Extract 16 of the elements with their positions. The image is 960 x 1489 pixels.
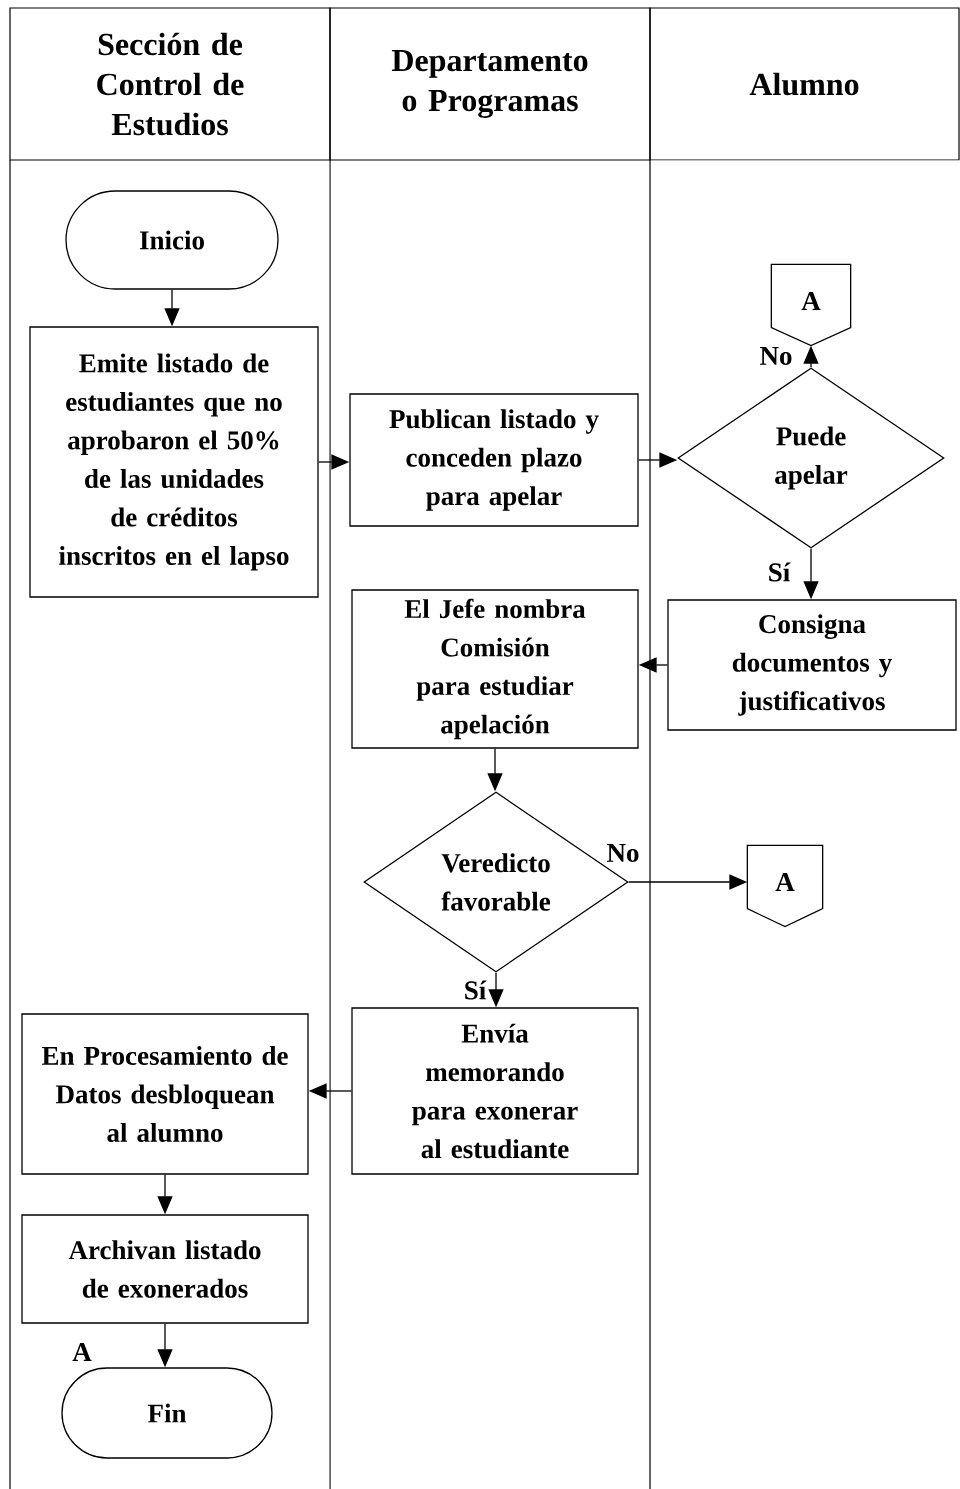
edge-label: No bbox=[758, 346, 794, 366]
connector-label: A bbox=[72, 1343, 92, 1361]
process-box: Publican listado y conceden plazo para apelar bbox=[349, 393, 639, 527]
process-box: Archivan listado de exonerados bbox=[21, 1214, 309, 1324]
edge-label: Sí bbox=[766, 561, 792, 583]
lane-header: Sección de Control de Estudios bbox=[9, 7, 331, 161]
off-page-connector: A bbox=[770, 263, 852, 347]
process-box: En Procesamiento de Datos desbloquean al alumno bbox=[21, 1013, 309, 1175]
off-page-connector: A bbox=[746, 844, 824, 928]
process-box: Emite listado de estudiantes que no aprobaron el 50% de las unidades de créditos inscritos en el lapso bbox=[29, 326, 319, 598]
lane-header: Departamento o Programas bbox=[329, 7, 651, 161]
process-box: Envía memorando para exonerar al estudiante bbox=[351, 1007, 639, 1175]
process-box: Consigna documentos y justificativos bbox=[667, 599, 957, 731]
process-box: El Jefe nombra Comisión para estudiar apelación bbox=[351, 589, 639, 749]
edge-label: Sí bbox=[462, 979, 488, 1001]
lane-header: Alumno bbox=[649, 7, 960, 161]
